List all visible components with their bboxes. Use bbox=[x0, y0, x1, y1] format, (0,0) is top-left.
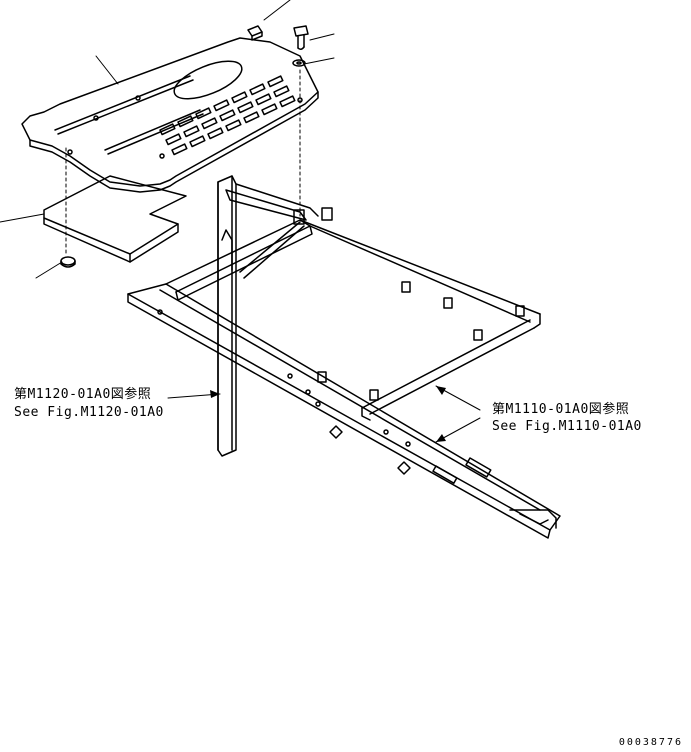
bolt bbox=[293, 25, 309, 51]
reference-left-english: See Fig.M1120-01A0 bbox=[14, 405, 164, 420]
frame bbox=[127, 175, 561, 539]
washer bbox=[292, 59, 306, 67]
clip-part bbox=[247, 25, 263, 41]
reference-left-japanese: 第M1120-01A0図参照 bbox=[14, 387, 152, 402]
insulation-pad bbox=[43, 175, 187, 263]
reference-right-japanese: 第M1110-01A0図参照 bbox=[492, 402, 630, 417]
drawing-number: 00038776 bbox=[618, 737, 683, 748]
leader-lines bbox=[0, 0, 481, 443]
grill-openings bbox=[159, 75, 296, 156]
alignment-lines bbox=[65, 69, 301, 257]
reference-right-english: See Fig.M1110-01A0 bbox=[492, 419, 642, 434]
leader-arrowheads bbox=[210, 386, 446, 442]
washer-left bbox=[60, 256, 76, 268]
